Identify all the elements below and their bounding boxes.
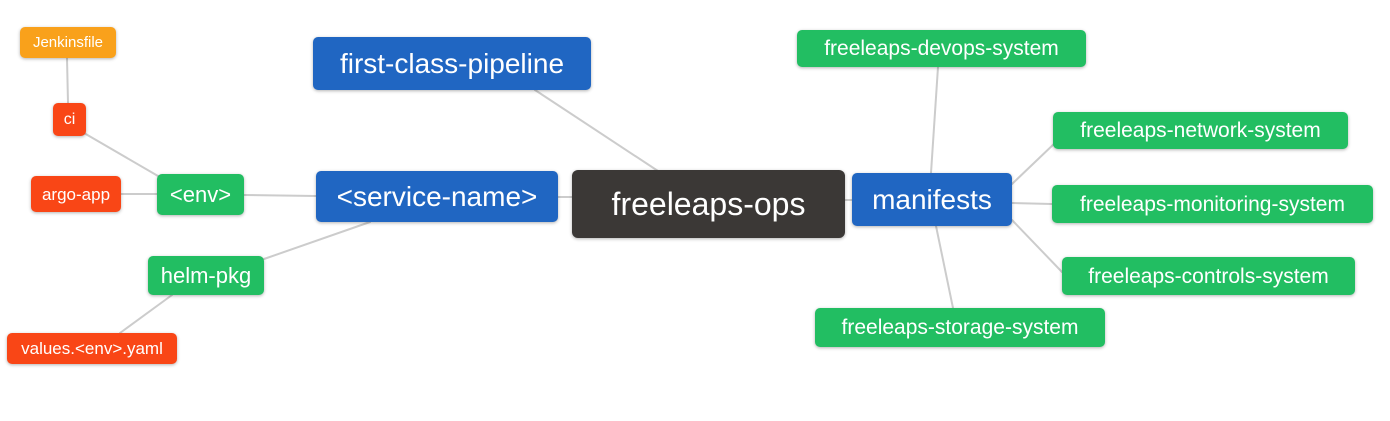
node-freeleaps-controls-system[interactable]: freeleaps-controls-system: [1062, 257, 1355, 295]
edge-manifests-network: [1011, 141, 1057, 185]
node-freeleaps-devops-system[interactable]: freeleaps-devops-system: [797, 30, 1086, 67]
edge-values-helmpkg: [119, 294, 173, 334]
node-root-freeleaps-ops[interactable]: freeleaps-ops: [572, 170, 845, 238]
edge-jenkinsfile-ci: [66, 57, 69, 104]
edge-manifests-monitoring: [1011, 202, 1053, 205]
edge-manifests-devops: [930, 66, 939, 174]
edge-env-servicename: [243, 194, 317, 197]
node-env[interactable]: <env>: [157, 174, 244, 215]
edge-pipeline-root: [534, 89, 659, 172]
edge-helmpkg-servicename: [263, 221, 371, 260]
node-freeleaps-network-system[interactable]: freeleaps-network-system: [1053, 112, 1348, 149]
node-values-env-yaml[interactable]: values.<env>.yaml: [7, 333, 177, 364]
node-freeleaps-storage-system[interactable]: freeleaps-storage-system: [815, 308, 1105, 347]
node-manifests[interactable]: manifests: [852, 173, 1012, 226]
node-freeleaps-monitoring-system[interactable]: freeleaps-monitoring-system: [1052, 185, 1373, 223]
node-argo-app[interactable]: argo-app: [31, 176, 121, 212]
node-helm-pkg[interactable]: helm-pkg: [148, 256, 264, 295]
node-service-name[interactable]: <service-name>: [316, 171, 558, 222]
edge-manifests-controls: [1011, 219, 1063, 273]
node-jenkinsfile[interactable]: Jenkinsfile: [20, 27, 116, 58]
node-ci[interactable]: ci: [53, 103, 86, 136]
edge-manifests-storage: [935, 225, 954, 309]
edge-ci-env: [83, 132, 159, 177]
node-first-class-pipeline[interactable]: first-class-pipeline: [313, 37, 591, 90]
